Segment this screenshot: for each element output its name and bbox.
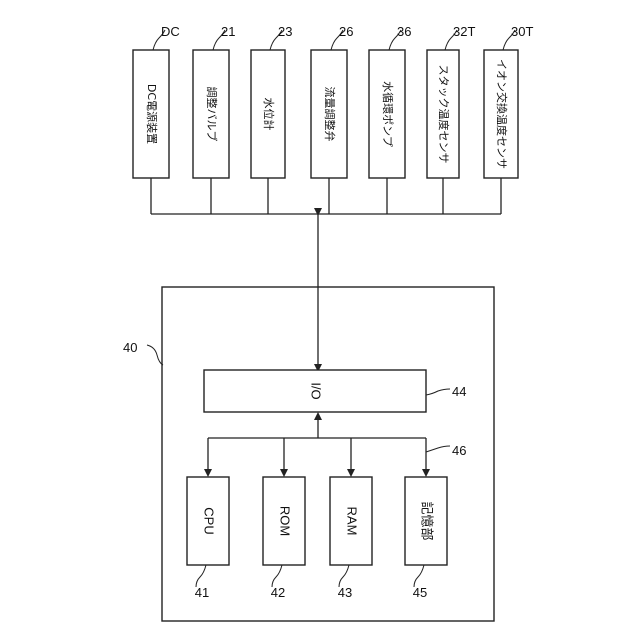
peripheral-label: イオン交換温度センサ	[495, 59, 509, 169]
peripheral-box: 水位計 23	[251, 24, 292, 214]
component-label: RAM	[345, 507, 360, 536]
bus-lead	[426, 446, 450, 452]
component-label: ROM	[278, 506, 293, 536]
peripheral-box: 水循環ポンプ 36	[369, 24, 411, 214]
io-label: I/O	[309, 382, 324, 399]
peripheral-box: 流量調整弁 26	[311, 24, 353, 214]
peripheral-ref: 23	[278, 24, 292, 39]
controller-frame	[162, 287, 494, 621]
component-box: 記憶部 45	[405, 477, 447, 600]
component-ref: 45	[413, 585, 427, 600]
peripheral-ref: 26	[339, 24, 353, 39]
peripheral-label: 調整バルブ	[205, 87, 219, 142]
component-box: RAM 43	[330, 477, 372, 600]
internal-bus	[208, 414, 426, 475]
component-ref: 41	[195, 585, 209, 600]
peripheral-devices: DC電源装置 DC 調整バルブ 21 水位計 23 流量調整弁 26 水循環ポンプ 36 スタック温…	[133, 24, 533, 214]
peripheral-ref: 30T	[511, 24, 533, 39]
peripheral-box: DC電源装置 DC	[133, 24, 180, 214]
peripheral-box: イオン交換温度センサ 30T	[484, 24, 533, 214]
peripheral-label: 水位計	[262, 98, 276, 131]
component-ref: 42	[271, 585, 285, 600]
peripheral-ref: DC	[161, 24, 180, 39]
component-lead	[272, 565, 282, 587]
peripheral-box: スタック温度センサ 32T	[427, 24, 475, 214]
peripheral-label: スタック温度センサ	[437, 65, 451, 164]
component-lead	[414, 565, 424, 587]
bus-ref: 46	[452, 443, 466, 458]
peripheral-ref: 32T	[453, 24, 475, 39]
component-label: 記憶部	[420, 501, 435, 540]
component-label: CPU	[202, 507, 217, 534]
controller-lead	[147, 345, 163, 365]
peripheral-box: 調整バルブ 21	[193, 24, 235, 214]
component-lead	[196, 565, 206, 587]
component-box: ROM 42	[263, 477, 305, 600]
peripheral-label: 流量調整弁	[323, 87, 337, 142]
peripheral-label: 水循環ポンプ	[381, 81, 394, 147]
controller-ref: 40	[123, 340, 137, 355]
component-lead	[339, 565, 349, 587]
io-ref: 44	[452, 384, 466, 399]
component-ref: 43	[338, 585, 352, 600]
peripheral-ref: 21	[221, 24, 235, 39]
peripheral-ref: 36	[397, 24, 411, 39]
controller-components: CPU 41 ROM 42 RAM 43 記憶部 45	[187, 477, 447, 600]
component-box: CPU 41	[187, 477, 229, 600]
peripheral-label: DC電源装置	[145, 84, 159, 144]
io-lead	[426, 389, 450, 395]
